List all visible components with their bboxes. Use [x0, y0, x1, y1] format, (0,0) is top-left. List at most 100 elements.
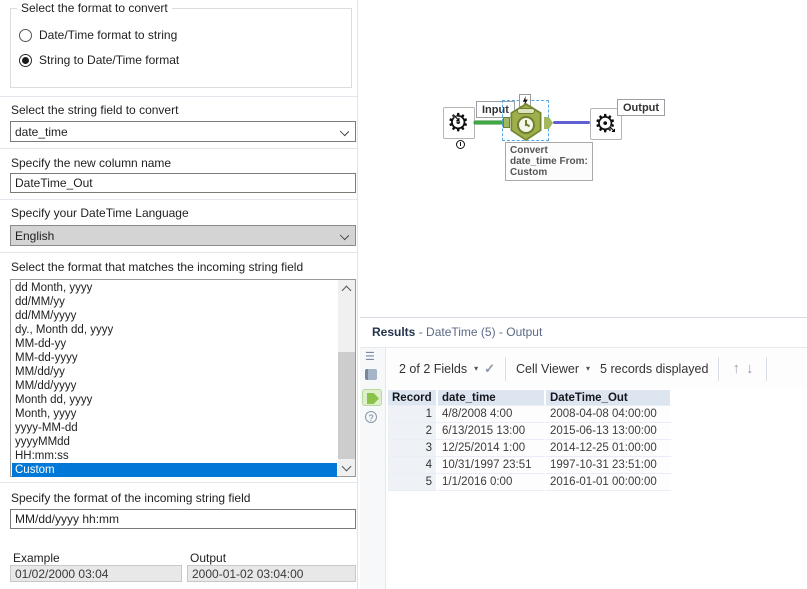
table-row[interactable]: 3 12/25/2014 1:00 2014-12-25 01:00:00	[388, 440, 672, 457]
caret-down-icon: ▾	[474, 364, 478, 373]
format-option[interactable]: Month dd, yyyy	[12, 393, 337, 407]
annotation-line: date_time From:	[510, 156, 588, 167]
table-row[interactable]: 5 1/1/2016 0:00 2016-01-01 00:00:00	[388, 474, 672, 491]
format-option[interactable]: dd/MM/yyyy	[12, 309, 337, 323]
annotation-line: Convert	[510, 145, 588, 156]
date-time-cell[interactable]: 1/1/2016 0:00	[438, 474, 546, 491]
radio-icon-checked[interactable]	[19, 54, 32, 67]
datetime-output-anchor[interactable]	[544, 117, 553, 129]
scrollbar-thumb[interactable]	[338, 352, 355, 459]
date-time-cell[interactable]: 10/31/1997 23:51	[438, 457, 546, 474]
section-divider	[0, 148, 357, 149]
datetime-input-anchor[interactable]	[503, 117, 510, 128]
datetime-out-cell[interactable]: 2014-12-25 01:00:00	[546, 440, 672, 457]
format-option[interactable]: dd/MM/yy	[12, 295, 337, 309]
scroll-down-button[interactable]	[338, 459, 355, 476]
chevron-down-icon	[342, 461, 352, 471]
fields-dropdown-label: 2 of 2 Fields	[399, 362, 467, 376]
format-options: dd Month, yyyy dd/MM/yy dd/MM/yyyy dy., …	[12, 281, 337, 477]
section-divider	[0, 96, 357, 97]
custom-format-input[interactable]: MM/dd/yyyy hh:mm	[10, 509, 356, 529]
text-input-tool[interactable]: ⚙ ↘	[443, 107, 475, 139]
workflow-view-icon[interactable]	[365, 369, 377, 380]
example-value-box: 01/02/2000 03:04	[10, 565, 182, 582]
radio-string-to-datetime[interactable]: String to Date/Time format	[19, 53, 179, 67]
format-option[interactable]: dy., Month dd, yyyy	[12, 323, 337, 337]
results-title-bold: Results	[372, 325, 415, 339]
column-header[interactable]: date_time	[438, 390, 546, 406]
configuration-panel: Select the format to convert Date/Time f…	[0, 0, 357, 589]
move-down-icon[interactable]: ↓	[743, 360, 757, 377]
format-option[interactable]: MM-dd-yyyy	[12, 351, 337, 365]
chevron-down-icon	[340, 231, 349, 240]
format-option[interactable]: MM/dd/yy	[12, 365, 337, 379]
format-option[interactable]: MM/dd/yyyy	[12, 379, 337, 393]
column-name-input[interactable]: DateTime_Out	[10, 173, 356, 193]
example-label: Example	[13, 551, 60, 565]
move-up-icon[interactable]: ↑	[729, 360, 743, 377]
datetime-out-cell[interactable]: 2015-06-13 13:00:00	[546, 423, 672, 440]
radio-icon[interactable]	[19, 29, 32, 42]
column-name-label: Specify the new column name	[11, 156, 171, 170]
format-to-convert-group: Select the format to convert Date/Time f…	[10, 8, 352, 88]
results-icon-strip: ☰ ?	[360, 348, 386, 589]
column-header[interactable]: Record	[388, 390, 438, 406]
grid-header-row: Record date_time DateTime_Out	[388, 390, 672, 406]
format-option[interactable]: MM-dd-yy	[12, 337, 337, 351]
record-number-cell: 1	[388, 406, 438, 423]
format-option-selected[interactable]: Custom	[12, 463, 337, 477]
radio-datetime-to-string[interactable]: Date/Time format to string	[19, 28, 177, 42]
output-label-text: Output	[623, 102, 659, 114]
annotation-line: Custom	[510, 167, 588, 178]
format-list-label: Select the format that matches the incom…	[11, 260, 303, 274]
format-listbox[interactable]: dd Month, yyyy dd/MM/yy dd/MM/yyyy dy., …	[10, 279, 356, 477]
string-field-dropdown[interactable]: date_time	[10, 121, 356, 142]
group-legend: Select the format to convert	[17, 1, 172, 15]
datetime-out-cell[interactable]: 2016-01-01 00:00:00	[546, 474, 672, 491]
record-number-cell: 2	[388, 423, 438, 440]
language-value: English	[15, 229, 54, 243]
apply-check-icon[interactable]: ✓	[484, 361, 495, 377]
results-toolbar: 2 of 2 Fields ▾ ✓ Cell Viewer ▾ 5 record…	[387, 348, 807, 389]
tool-anchor-badge-icon[interactable]	[456, 140, 465, 149]
date-time-cell[interactable]: 12/25/2014 1:00	[438, 440, 546, 457]
output-value: 2000-01-02 03:04:00	[192, 567, 303, 581]
panel-divider[interactable]	[357, 0, 358, 589]
fields-dropdown[interactable]: 2 of 2 Fields ▾	[399, 362, 478, 376]
help-icon[interactable]: ?	[365, 411, 377, 423]
custom-format-value: MM/dd/yyyy hh:mm	[15, 512, 119, 526]
language-dropdown[interactable]: English	[10, 225, 356, 246]
record-number-cell: 3	[388, 440, 438, 457]
toolbar-separator	[505, 357, 506, 381]
datetime-out-cell[interactable]: 2008-04-08 04:00:00	[546, 406, 672, 423]
date-time-cell[interactable]: 6/13/2015 13:00	[438, 423, 546, 440]
table-row[interactable]: 1 4/8/2008 4:00 2008-04-08 04:00:00	[388, 406, 672, 423]
format-option[interactable]: yyyy-MM-dd	[12, 421, 337, 435]
tool-annotation[interactable]: Convert date_time From: Custom	[505, 142, 593, 181]
table-row[interactable]: 4 10/31/1997 23:51 1997-10-31 23:51:00	[388, 457, 672, 474]
string-field-value: date_time	[15, 125, 68, 139]
column-header[interactable]: DateTime_Out	[546, 390, 672, 406]
connection-blue[interactable]	[553, 121, 590, 124]
section-divider	[0, 199, 357, 200]
custom-format-label: Specify the format of the incoming strin…	[11, 491, 250, 505]
format-option[interactable]: Month, yyyy	[12, 407, 337, 421]
format-option[interactable]: dd Month, yyyy	[12, 281, 337, 295]
cell-viewer-label: Cell Viewer	[516, 362, 579, 376]
datetime-handle	[517, 108, 535, 114]
format-option[interactable]: yyyyMMdd	[12, 435, 337, 449]
field-select-label: Select the string field to convert	[11, 103, 178, 117]
scroll-up-button[interactable]	[338, 280, 355, 297]
datetime-out-cell[interactable]: 1997-10-31 23:51:00	[546, 457, 672, 474]
section-divider	[0, 482, 357, 483]
listbox-scrollbar[interactable]	[338, 280, 355, 476]
radio-label: Date/Time format to string	[39, 28, 177, 42]
records-displayed-text: 5 records displayed	[600, 362, 708, 376]
cell-viewer-dropdown[interactable]: Cell Viewer ▾	[516, 362, 590, 376]
metadata-list-icon[interactable]: ☰	[365, 350, 375, 363]
date-time-cell[interactable]: 4/8/2008 4:00	[438, 406, 546, 423]
output-anchor-selected[interactable]	[362, 389, 382, 406]
table-row[interactable]: 2 6/13/2015 13:00 2015-06-13 13:00:00	[388, 423, 672, 440]
format-option[interactable]: HH:mm:ss	[12, 449, 337, 463]
